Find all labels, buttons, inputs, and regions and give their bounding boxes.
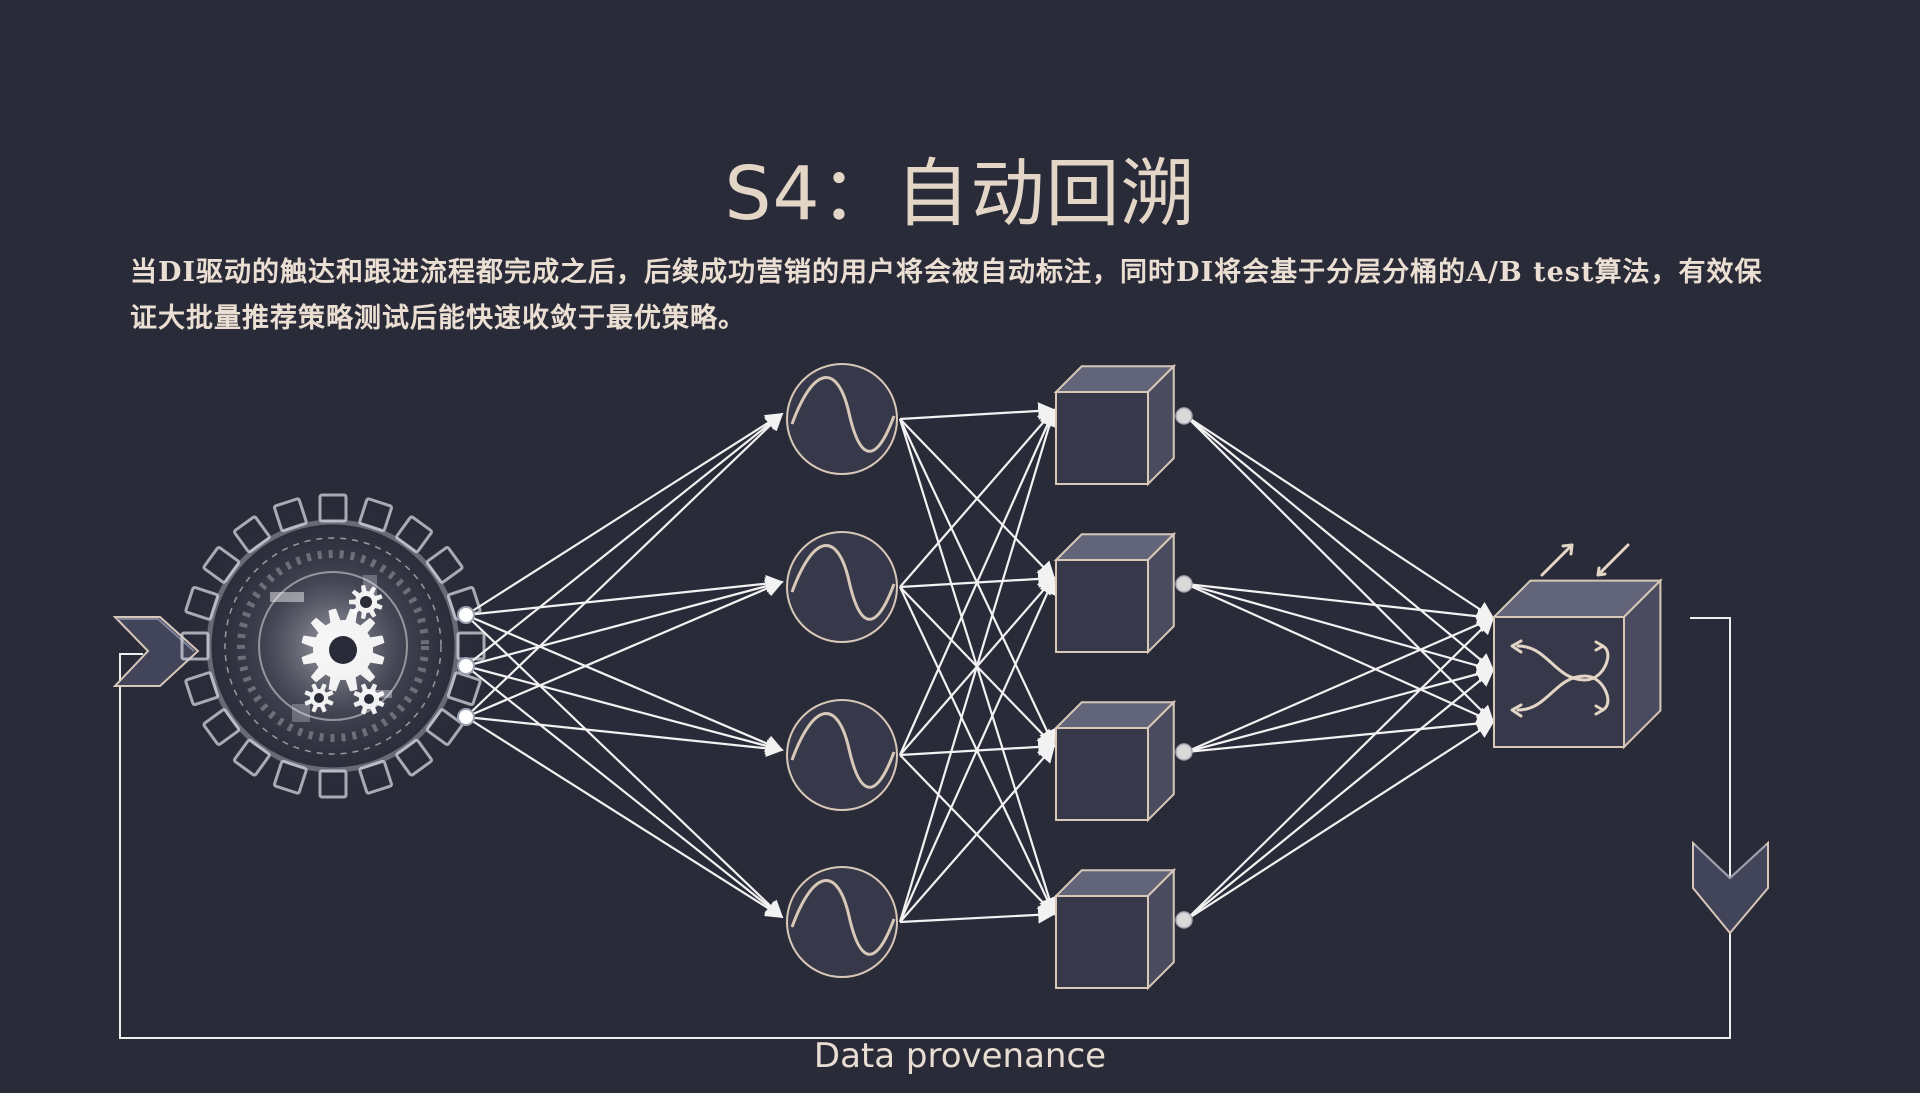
edge-gear-2-wave-2 — [465, 577, 784, 668]
edge-gear-1-wave-2 — [465, 574, 784, 617]
edge-gear-3-wave-3 — [465, 715, 784, 758]
edge-wave-1-cube-1 — [899, 402, 1056, 421]
cube-output-port-3 — [1175, 743, 1193, 761]
cube-output-port-2 — [1175, 575, 1193, 593]
edge-cube-3-switch-1 — [1185, 616, 1495, 754]
edge-cube-1-switch-2 — [1185, 415, 1495, 672]
page-title: S4：自动回溯 — [724, 151, 1196, 237]
down-chevron-icon — [1692, 840, 1769, 935]
edge-gear-3-wave-2 — [465, 580, 784, 719]
edge-gear-1-wave-1 — [465, 413, 784, 616]
cube-node-3 — [1053, 699, 1177, 823]
edge-cube-4-switch-2 — [1185, 668, 1495, 921]
cube-output-port-1 — [1175, 407, 1193, 425]
wave-node-circle-1 — [786, 363, 898, 475]
gear-output-port-2 — [457, 657, 475, 675]
gear-icon — [180, 493, 486, 799]
sine-wave-icon-1 — [790, 376, 896, 453]
edge-wave-3-cube-1 — [898, 408, 1056, 756]
cube-node-1 — [1053, 363, 1177, 487]
feedback-loop-line — [119, 617, 1731, 1039]
edge-cube-2-switch-1 — [1185, 582, 1495, 626]
edge-cube-1-switch-3 — [1185, 415, 1495, 724]
edge-gear-1-wave-3 — [465, 613, 784, 752]
switch-cube — [1491, 578, 1663, 750]
edge-gear-2-wave-1 — [465, 412, 784, 667]
edge-cube-3-switch-2 — [1185, 665, 1495, 754]
page-description: 当DI驱动的触达和跟进流程都完成之后，后续成功营销的用户将会被自动标注，同时DI… — [130, 257, 1763, 334]
edge-gear-3-wave-1 — [465, 412, 784, 718]
edge-cube-3-switch-3 — [1185, 714, 1495, 754]
edge-cube-4-switch-3 — [1185, 721, 1495, 921]
wave-node-3 — [786, 699, 898, 811]
edge-gear-3-wave-4 — [465, 716, 784, 918]
sine-wave-icon-3 — [790, 712, 896, 789]
edge-wave-4-cube-3 — [899, 744, 1056, 923]
gear-output-port-1 — [457, 606, 475, 624]
edge-wave-2-cube-1 — [899, 408, 1056, 588]
edge-gear-2-wave-3 — [465, 664, 784, 755]
edge-gear-1-wave-4 — [465, 614, 784, 919]
edge-wave-4-cube-2 — [898, 576, 1056, 923]
sine-wave-icon-4 — [790, 879, 896, 956]
wave-node-1 — [786, 363, 898, 475]
edge-cube-1-switch-1 — [1185, 415, 1495, 619]
edge-wave-4-cube-1 — [898, 408, 1058, 923]
edge-gear-2-wave-4 — [465, 665, 784, 919]
edge-cube-2-switch-3 — [1185, 582, 1495, 724]
cube-output-port-4 — [1175, 911, 1193, 929]
edge-cube-2-switch-2 — [1185, 582, 1495, 675]
switch-icon — [1510, 543, 1630, 718]
cube-node-2 — [1053, 531, 1177, 655]
cube-node-4 — [1053, 867, 1177, 991]
wave-node-4 — [786, 866, 898, 978]
edge-wave-4-cube-4 — [899, 906, 1056, 924]
wave-node-circle-2 — [786, 531, 898, 643]
wave-node-circle-3 — [786, 699, 898, 811]
wave-node-2 — [786, 531, 898, 643]
gear-output-port-3 — [457, 708, 475, 726]
edge-cube-4-switch-1 — [1185, 616, 1495, 921]
diagram-caption: Data provenance — [813, 1036, 1107, 1076]
sine-wave-icon-2 — [790, 544, 896, 621]
wave-node-circle-4 — [786, 866, 898, 978]
